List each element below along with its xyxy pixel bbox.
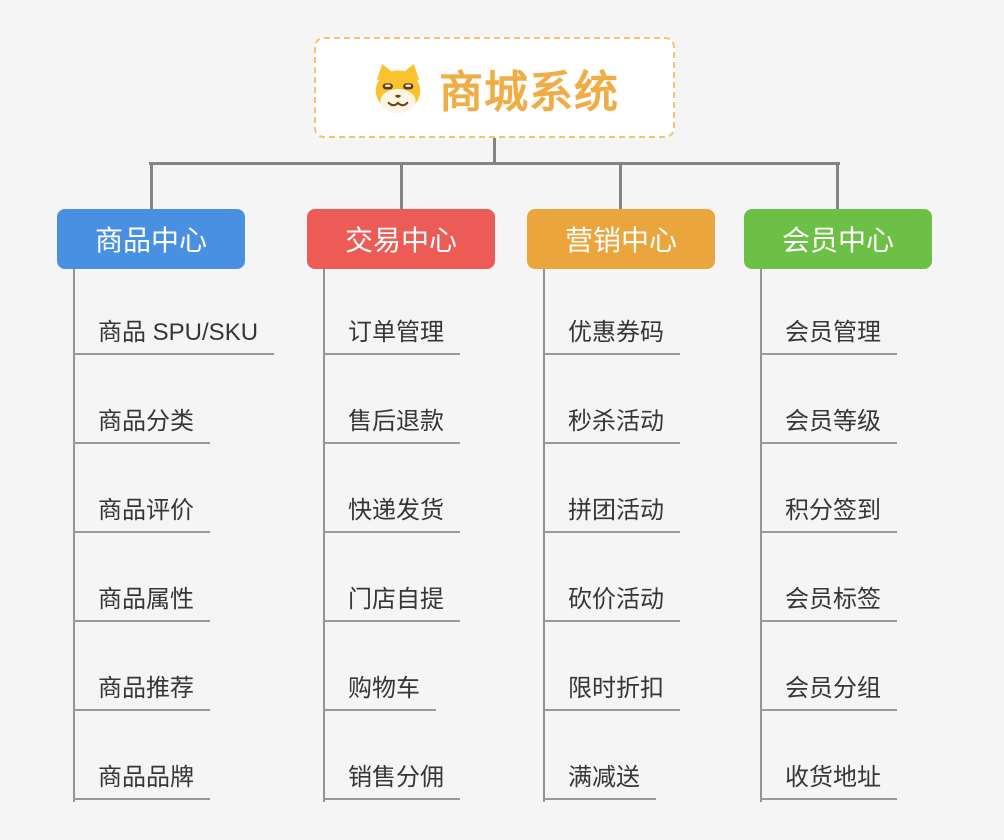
branch-trunk-line <box>73 269 75 802</box>
child-node[interactable]: 拼团活动 <box>543 491 680 533</box>
child-node[interactable]: 订单管理 <box>323 313 460 355</box>
horizontal-connector-line <box>149 162 840 165</box>
branch-label: 交易中心 <box>344 225 457 256</box>
child-node[interactable]: 购物车 <box>323 669 436 711</box>
child-node[interactable]: 商品属性 <box>73 580 210 622</box>
child-node[interactable]: 秒杀活动 <box>543 402 680 444</box>
branch-children-trade-center: 订单管理 售后退款 快递发货 门店自提 购物车 销售分佣 <box>323 269 553 804</box>
root-node[interactable]: 商城系统 <box>314 37 675 138</box>
branch-connector-line <box>400 162 403 211</box>
branch-label: 会员中心 <box>781 225 894 256</box>
child-node[interactable]: 商品品牌 <box>73 758 210 800</box>
branch-trunk-line <box>323 269 325 802</box>
child-node[interactable]: 积分签到 <box>760 491 897 533</box>
child-node[interactable]: 优惠券码 <box>543 313 680 355</box>
root-connector-line <box>493 138 496 165</box>
child-node[interactable]: 商品推荐 <box>73 669 210 711</box>
branch-node-member-center[interactable]: 会员中心 <box>744 209 932 269</box>
branch-trunk-line <box>760 269 762 802</box>
root-title: 商城系统 <box>439 67 619 117</box>
branch-label: 营销中心 <box>564 225 677 256</box>
branch-children-marketing-center: 优惠券码 秒杀活动 拼团活动 砍价活动 限时折扣 满减送 <box>543 269 773 804</box>
child-node[interactable]: 会员分组 <box>760 669 897 711</box>
child-node[interactable]: 会员等级 <box>760 402 897 444</box>
child-node[interactable]: 限时折扣 <box>543 669 680 711</box>
branch-connector-line <box>836 162 839 211</box>
child-node[interactable]: 满减送 <box>543 758 656 800</box>
child-node[interactable]: 砍价活动 <box>543 580 680 622</box>
child-node[interactable]: 商品分类 <box>73 402 210 444</box>
branch-connector-line <box>150 162 153 211</box>
child-node[interactable]: 售后退款 <box>323 402 460 444</box>
branch-connector-line <box>619 162 622 211</box>
child-node[interactable]: 门店自提 <box>323 580 460 622</box>
child-node[interactable]: 快递发货 <box>323 491 460 533</box>
branch-children-member-center: 会员管理 会员等级 积分签到 会员标签 会员分组 收货地址 <box>760 269 990 804</box>
branch-node-marketing-center[interactable]: 营销中心 <box>527 209 715 269</box>
branch-children-product-center: 商品 SPU/SKU 商品分类 商品评价 商品属性 商品推荐 商品品牌 <box>73 269 303 804</box>
child-node[interactable]: 销售分佣 <box>323 758 460 800</box>
child-node[interactable]: 商品 SPU/SKU <box>73 313 275 355</box>
child-node[interactable]: 商品评价 <box>73 491 210 533</box>
child-node[interactable]: 收货地址 <box>760 758 897 800</box>
branch-node-product-center[interactable]: 商品中心 <box>57 209 245 269</box>
branch-node-trade-center[interactable]: 交易中心 <box>307 209 495 269</box>
branch-trunk-line <box>543 269 545 802</box>
child-node[interactable]: 会员标签 <box>760 580 897 622</box>
child-node[interactable]: 会员管理 <box>760 313 897 355</box>
shiba-dog-icon <box>375 63 421 113</box>
branch-label: 商品中心 <box>94 225 207 256</box>
